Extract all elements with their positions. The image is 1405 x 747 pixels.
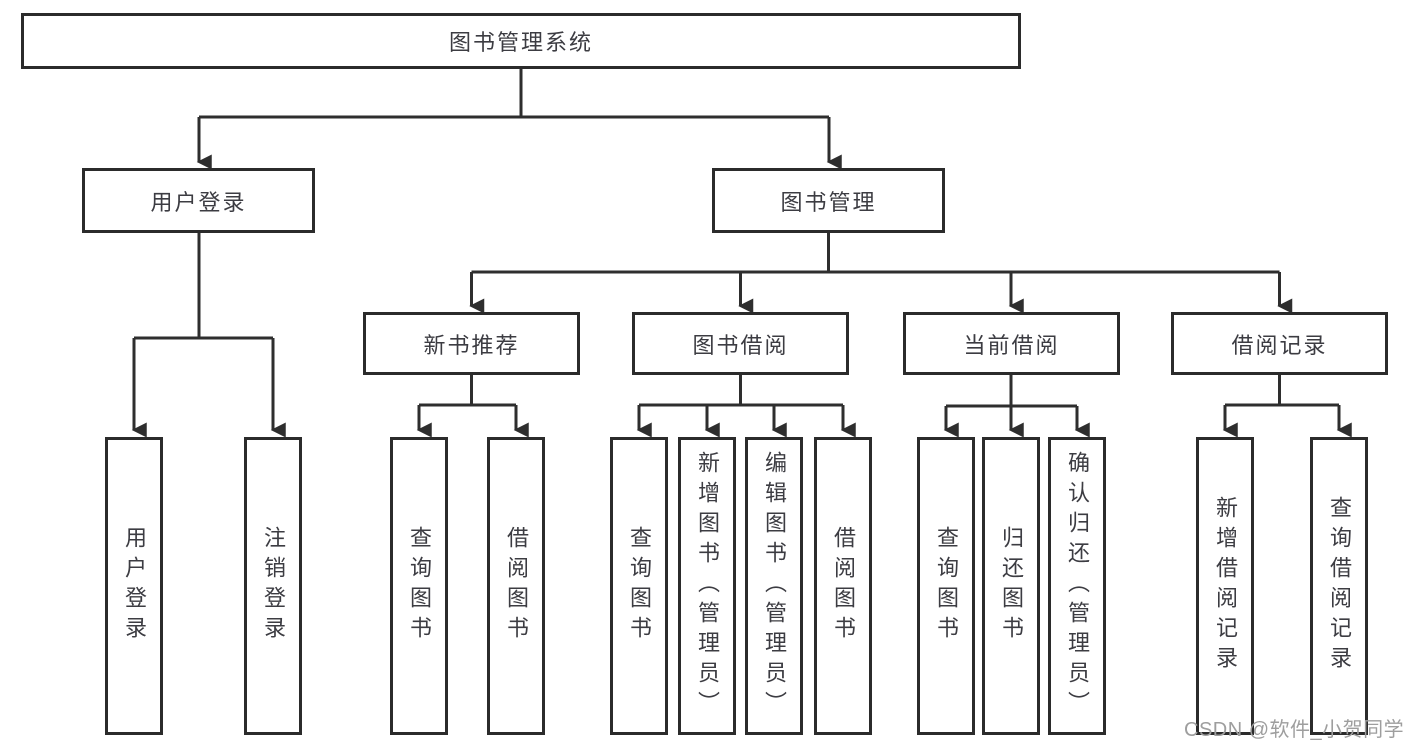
leaf-user-login-label: 用户登录	[122, 526, 147, 646]
node-book-management: 图书管理	[712, 168, 945, 233]
node-user-login: 用户登录	[82, 168, 315, 233]
leaf-records-add-record-label: 新增借阅记录	[1213, 496, 1238, 676]
node-current-borrow: 当前借阅	[903, 312, 1120, 375]
leaf-current-confirm-return-admin: 确认归还（管理员）	[1048, 437, 1106, 735]
leaf-borrow-add-books-admin-label: 新增图书（管理员）	[695, 451, 720, 721]
leaf-current-return-books-label: 归还图书	[999, 526, 1024, 646]
leaf-borrow-add-books-admin: 新增图书（管理员）	[678, 437, 736, 735]
leaf-borrow-query-books-label: 查询图书	[627, 526, 652, 646]
node-borrow-records-label: 借阅记录	[1231, 332, 1328, 358]
leaf-borrow-borrow-books-label: 借阅图书	[831, 526, 856, 646]
node-current-borrow-label: 当前借阅	[963, 332, 1060, 358]
leaf-records-query-record: 查询借阅记录	[1310, 437, 1368, 735]
leaf-borrow-borrow-books: 借阅图书	[814, 437, 872, 735]
leaf-current-return-books: 归还图书	[982, 437, 1040, 735]
leaf-newbook-borrow-books-label: 借阅图书	[504, 526, 529, 646]
leaf-logout-label: 注销登录	[261, 526, 286, 646]
leaf-borrow-query-books: 查询图书	[610, 437, 668, 735]
leaf-logout: 注销登录	[244, 437, 302, 735]
node-borrow-records: 借阅记录	[1171, 312, 1388, 375]
leaf-user-login: 用户登录	[105, 437, 163, 735]
leaf-records-query-record-label: 查询借阅记录	[1327, 496, 1352, 676]
leaf-newbook-borrow-books: 借阅图书	[487, 437, 545, 735]
node-root-label: 图书管理系统	[448, 30, 593, 55]
node-book-borrow: 图书借阅	[632, 312, 849, 375]
leaf-current-query-books: 查询图书	[917, 437, 975, 735]
leaf-newbook-query-books: 查询图书	[390, 437, 448, 735]
leaf-borrow-edit-books-admin-label: 编辑图书（管理员）	[762, 451, 787, 721]
node-book-borrow-label: 图书借阅	[692, 332, 789, 358]
node-book-management-label: 图书管理	[780, 189, 877, 215]
node-new-book-recommend: 新书推荐	[363, 312, 580, 375]
leaf-current-query-books-label: 查询图书	[934, 526, 959, 646]
leaf-current-confirm-return-admin-label: 确认归还（管理员）	[1065, 451, 1090, 721]
leaf-records-add-record: 新增借阅记录	[1196, 437, 1254, 735]
node-user-login-label: 用户登录	[150, 189, 247, 215]
leaf-borrow-edit-books-admin: 编辑图书（管理员）	[745, 437, 803, 735]
watermark: CSDN @软件_小贺同学	[1184, 719, 1405, 741]
node-new-book-recommend-label: 新书推荐	[423, 332, 520, 358]
node-root-system: 图书管理系统	[21, 13, 1021, 69]
leaf-newbook-query-books-label: 查询图书	[407, 526, 432, 646]
